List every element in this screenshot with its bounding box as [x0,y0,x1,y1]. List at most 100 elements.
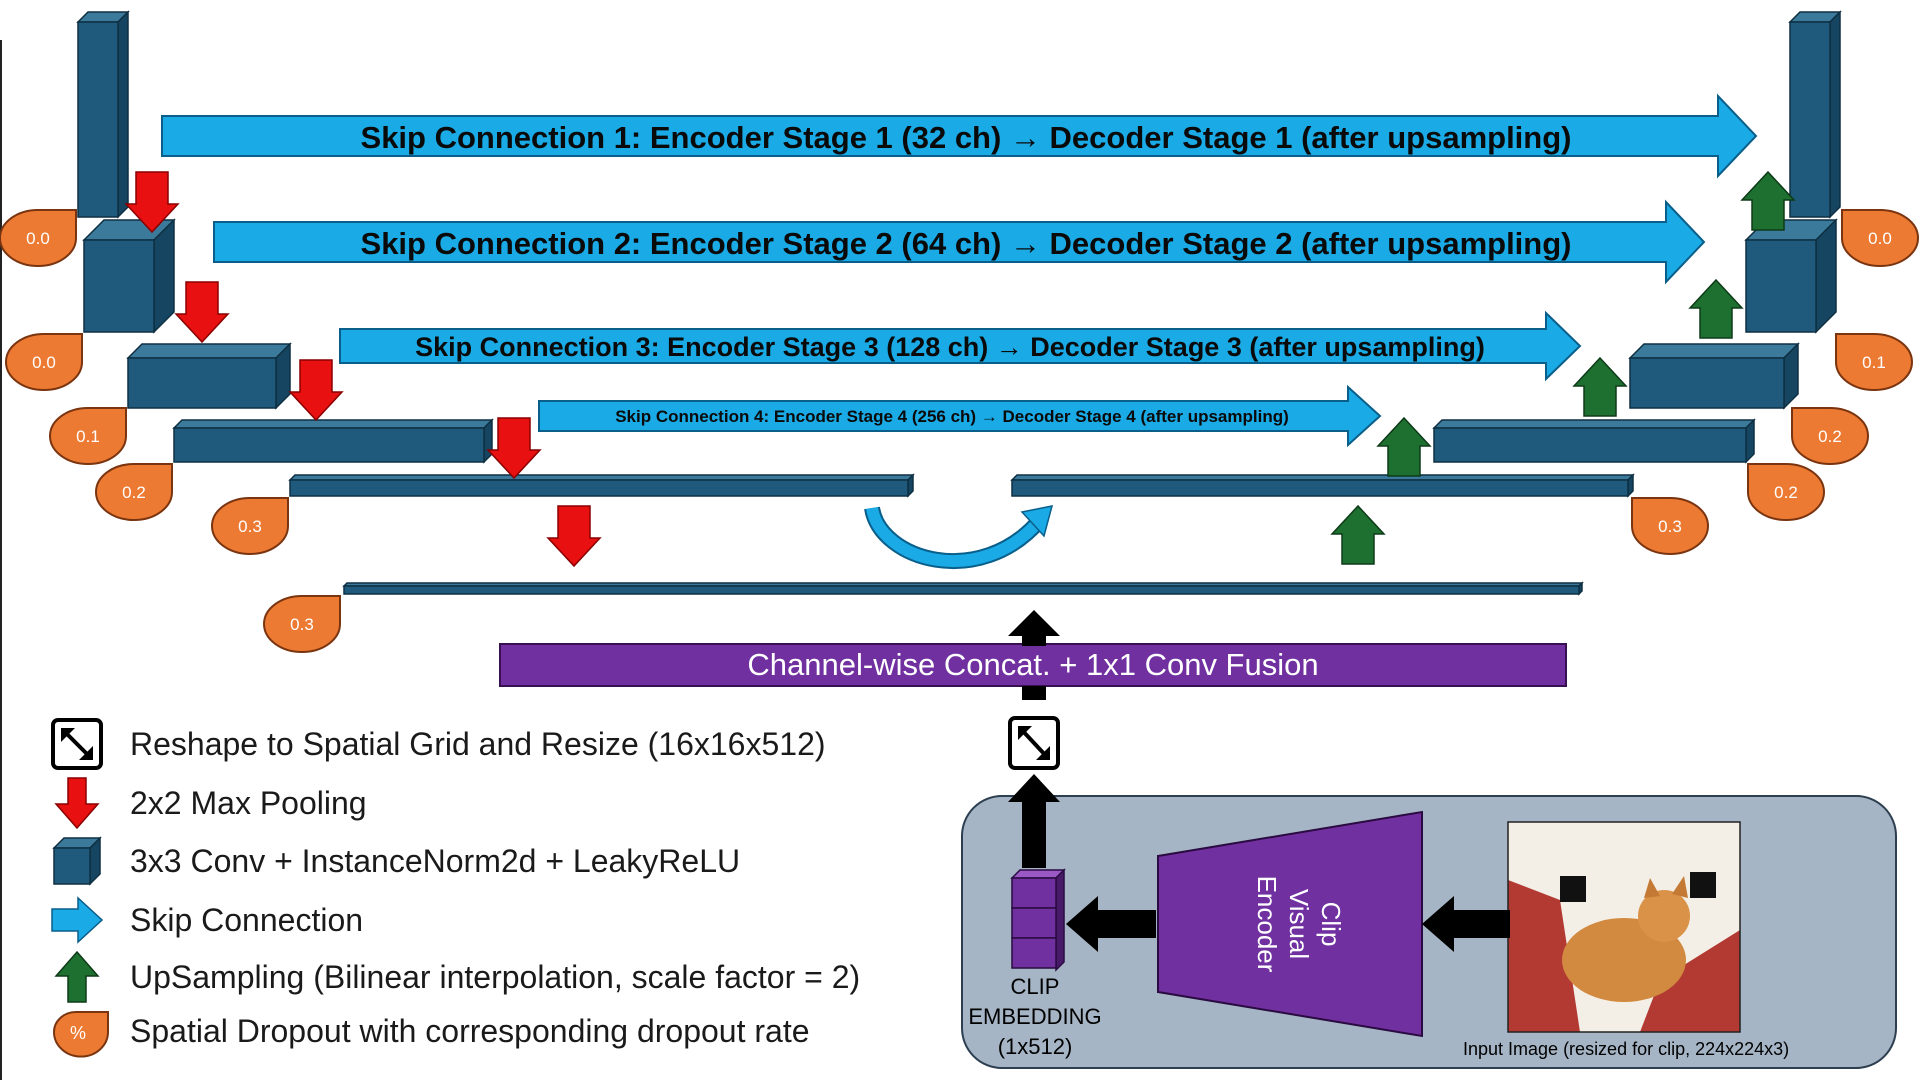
block-front [173,427,485,463]
block-front [1433,427,1747,463]
skip-arrow-icon [50,893,110,947]
decoder-block-3 [1628,342,1800,410]
block-top [172,419,494,429]
block-front [127,357,277,409]
legend-label: 3x3 Conv + InstanceNorm2d + LeakyReLU [130,842,741,879]
clip-encoder-label-line: Visual [1284,889,1314,959]
block-side [483,418,493,464]
clip-embedding-line: (1x512) [997,1034,1073,1059]
encoder-dropout: 0.0 [0,209,77,267]
dropout-shape [1747,463,1826,522]
photo-cushion-left [1508,880,1580,1032]
upsample-arrow-5 [1740,170,1796,231]
skip-connection-label: Skip Connection 3: Encoder Stage 3 (128 … [415,332,1485,362]
dropout-shape [1835,333,1914,392]
clip-embedding-line: CLIP [1010,974,1060,999]
skip-arrow-2 [213,199,1706,285]
skip-connection-label: Skip Connection 2: Encoder Stage 2 (64 c… [361,226,1572,261]
dropout-shape [48,407,127,465]
clip-encoder-label: ClipVisualEncoder [1252,876,1346,973]
reshape-to-fusion-stem [1022,686,1046,700]
dropout-rate: 0.0 [32,353,56,372]
decoder-dropout: 0.1 [1835,333,1914,392]
bottleneck-dropout: 0.3 [262,595,341,653]
dropout-rate: 0.0 [1868,229,1892,248]
block-top [1628,343,1800,359]
legend-row-reshape: Reshape to Spatial Grid and Resize (16x1… [50,717,826,771]
dropout-rate: 0.3 [1658,517,1682,536]
legend-row-conv: 3x3 Conv + InstanceNorm2d + LeakyReLU [50,834,740,888]
bottleneck-block [342,581,1584,596]
block-front [77,21,119,218]
dropout-icon: % [50,1004,110,1058]
photo-cat-ear [1644,878,1660,898]
bottom-curve-arrow-outline [864,506,1047,569]
block-side [153,218,175,334]
encoder-dropout: 0.2 [94,463,173,521]
clip-encoder-label-line: Clip [1316,902,1346,947]
encoder-dropout: 0.3 [210,497,289,555]
photo-cat-ear [1672,876,1688,898]
fusion-label: Channel-wise Concat. + 1x1 Conv Fusion [747,647,1318,682]
dropout-rate: 0.0 [26,229,50,248]
encoder-dropout: 0.0 [4,333,83,391]
maxpool-arrow-3 [288,359,344,422]
clip-encoder-label-line: Encoder [1252,876,1282,973]
embedding-to-reshape-arrow [1008,774,1060,868]
encoder-block-3 [126,342,292,410]
dropout-shape [262,595,341,653]
decoder-block-1 [1788,10,1842,219]
dropout-legend-symbol: % [70,1023,86,1043]
photo-cushion-right [1640,930,1740,1032]
encoder-block-2 [82,218,176,334]
block-front [343,585,1580,595]
dropout-rate: 0.2 [122,483,146,502]
photo-cat-head [1638,890,1690,942]
maxpool-arrow-1 [124,171,180,234]
bottom-curve-arrow [866,506,1045,567]
decoder-block-4 [1432,418,1756,464]
block-front [1629,357,1785,409]
upsample-arrow-4 [1688,278,1744,339]
photo-block-left [1560,876,1586,902]
photo-block-right [1690,872,1716,898]
encoder-block-4 [172,418,494,464]
upsample-arrow-icon [50,950,110,1004]
fusion-to-bottleneck-arrow [1008,610,1060,646]
input-image-caption: Input Image (resized for clip, 224x224x3… [1463,1039,1790,1059]
dropout-rate: 0.3 [290,615,314,634]
block-top [126,343,292,359]
decoder-dropout: 0.3 [1631,497,1710,556]
block-side [1745,418,1755,464]
encoder-block-5 [288,473,915,498]
dropout-rate: 0.2 [1774,483,1798,502]
input-image [1507,821,1741,1033]
maxpool-arrow-4 [486,417,542,480]
conv-block-icon [50,834,110,888]
skip-arrow-3 [339,310,1582,382]
decoder-dropout: 0.0 [1841,209,1920,268]
decoder-dropout: 0.2 [1791,407,1870,466]
block-front [1745,239,1817,333]
dropout-rate: 0.1 [1862,353,1886,372]
dropout-rate: 0.3 [238,517,262,536]
dropout-shape [4,333,83,391]
block-front [1011,479,1629,497]
dropout-shape [1841,209,1920,268]
block-side [1815,218,1837,334]
maxpool-arrow-2 [174,281,230,344]
legend-label: UpSampling (Bilinear interpolation, scal… [130,958,861,995]
decoder-dropout: 0.2 [1747,463,1826,522]
legend-row-maxpool: 2x2 Max Pooling [50,776,367,830]
dropout-shape [1631,497,1710,556]
skip-connection-label: Skip Connection 4: Encoder Stage 4 (256 … [615,407,1289,426]
dropout-shape [0,209,77,267]
dropout-shape [1791,407,1870,466]
bottom-curve-arrow-head [1020,505,1054,538]
dropout-shape [94,463,173,521]
block-top [1432,419,1756,429]
image-to-encoder-arrow [1422,896,1510,952]
maxpool-arrow-icon [50,776,110,830]
block-side [117,10,129,219]
